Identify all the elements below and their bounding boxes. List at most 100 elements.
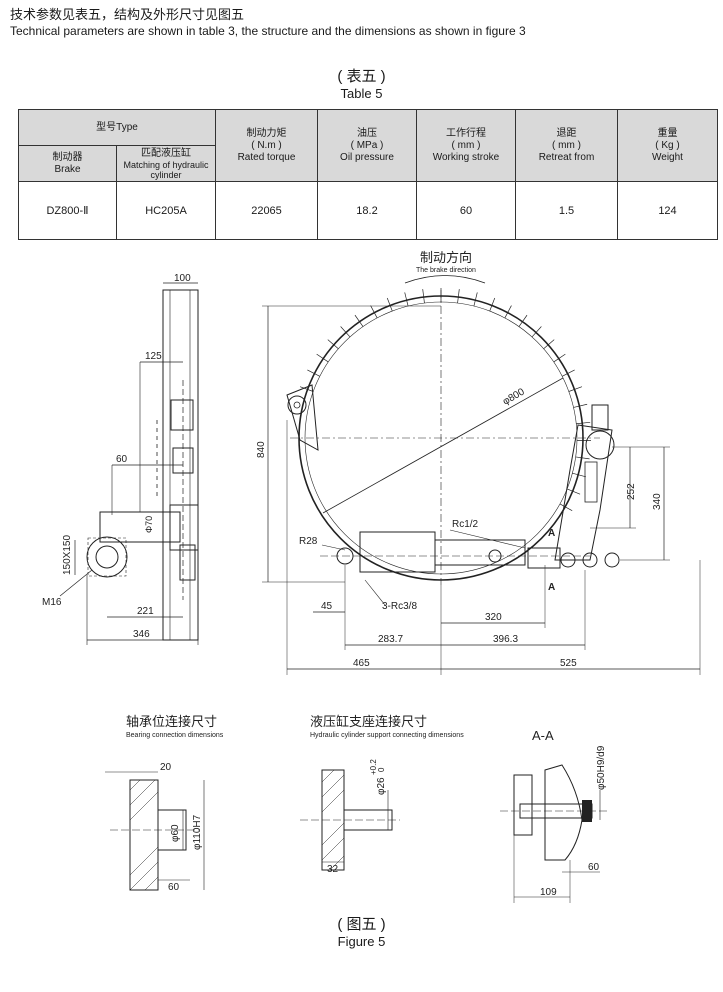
side-view (59, 282, 199, 645)
cell-cylinder: HC205A (116, 181, 216, 240)
diameter-line (322, 377, 564, 514)
section-lever (544, 764, 583, 861)
dim-45: 45 (321, 601, 333, 612)
section-mark-a-bottom: A (548, 582, 555, 593)
dim-150x150: 150X150 (62, 535, 73, 575)
dim-60-bearing: 60 (168, 882, 180, 893)
front-view (262, 288, 701, 675)
label-m16: M16 (42, 597, 62, 608)
section-mark-a-top: A (548, 528, 555, 539)
cylinder-pivot-left (336, 547, 354, 565)
hatch-tick (404, 292, 409, 307)
right-lever (554, 424, 613, 561)
dim-100: 100 (174, 273, 191, 284)
intro-zh: 技术参数见表五，结构及外形尺寸见图五 (10, 7, 245, 22)
hatch-tick (573, 403, 588, 408)
hatch-tick (340, 326, 351, 338)
section-labels: A-A φ50H9/d9 60 109 (532, 728, 607, 898)
hatch-tick (327, 339, 339, 350)
label-r28: R28 (299, 536, 318, 547)
direction-arrow (404, 275, 486, 284)
dim-phi26-tol: +0.2 (369, 759, 378, 775)
intro-en: Technical parameters are shown in table … (10, 24, 526, 38)
dim-32: 32 (327, 864, 339, 875)
dim-phi50: φ50H9/d9 (596, 745, 607, 790)
dim-221: 221 (137, 606, 154, 617)
hatch-tick (553, 353, 566, 363)
dim-465: 465 (353, 658, 370, 669)
dim-525: 525 (560, 658, 577, 669)
dim-840: 840 (256, 441, 267, 458)
brake-direction-en: The brake direction (416, 267, 476, 274)
dim-20: 20 (160, 762, 172, 773)
pressure-header: 油压( MPa )Oil pressure (317, 109, 417, 182)
table-title: ( 表五 ) Table 5 (0, 68, 723, 102)
hatch-tick (576, 421, 591, 425)
hydraulic-title-zh: 液压缸支座连接尺寸 (310, 714, 427, 729)
torque-header: 制动力矩( N.m )Rated torque (215, 109, 318, 182)
dim-109: 109 (540, 887, 557, 898)
direction-label: 制动方向 The brake direction (416, 250, 476, 274)
table-row: DZ800-Ⅱ HC205A 22065 18.2 60 1.5 124 (18, 181, 718, 240)
cell-pressure: 18.2 (317, 181, 417, 240)
hatch-tick (531, 326, 542, 338)
dim-phi60: φ60 (170, 824, 181, 842)
bearing-detail (105, 771, 205, 891)
dim-125: 125 (145, 351, 162, 362)
dim-346: 346 (133, 629, 150, 640)
stroke-header: 工作行程( mm )Working stroke (416, 109, 516, 182)
hatch-tick (562, 369, 575, 377)
dim-phi26-tol0: 0 (377, 767, 386, 772)
dim-252: 252 (626, 483, 637, 500)
hatch-tick (575, 456, 590, 460)
hatch-tick (518, 314, 528, 327)
dim-phi70: Φ70 (144, 516, 154, 533)
hatch-tick (422, 289, 425, 304)
hatch-tick (299, 386, 314, 392)
bearing-labels: 轴承位连接尺寸 Bearing connection dimensions 20… (126, 714, 224, 893)
side-dimension-labels: 100 125 60 150X150 Φ70 M16 221 346 (42, 273, 191, 640)
table-title-zh: ( 表五 ) (337, 68, 386, 85)
hatch-tick (568, 386, 583, 392)
hydraulic-detail (300, 769, 400, 871)
weight-header: 重量( Kg )Weight (617, 109, 718, 182)
label-rc12: Rc1/2 (452, 519, 479, 530)
section-aa (500, 764, 610, 903)
dim-60-section: 60 (588, 862, 600, 873)
lining-hatch (299, 288, 591, 512)
side-bearing-inner (95, 545, 119, 569)
dim-320: 320 (485, 612, 502, 623)
dim-phi800: φ800 (501, 386, 527, 407)
right-pivot (585, 430, 615, 460)
intro-text: 技术参数见表五，结构及外形尺寸见图五 Technical parameters … (10, 6, 526, 39)
front-dimension-labels: 840 φ800 Rc1/2 R28 45 3-Rc3/8 320 283.7 … (256, 386, 663, 669)
dim-phi26: φ26 (376, 777, 387, 795)
hatch-tick (572, 472, 586, 478)
bearing-title-zh: 轴承位连接尺寸 (126, 714, 217, 729)
hatch-tick (370, 305, 378, 319)
retreat-header: 退距( mm )Retreat from (515, 109, 618, 182)
hydraulic-cylinder (359, 531, 436, 573)
dim-phi110h7: φ110H7 (192, 814, 203, 850)
hatch-tick (566, 488, 581, 495)
bearing-title-en: Bearing connection dimensions (126, 732, 224, 739)
dim-60-side: 60 (116, 454, 128, 465)
side-cylinder-mount (169, 504, 199, 551)
dim-340: 340 (652, 493, 663, 510)
side-nut-top (170, 399, 194, 431)
side-bearing-circle (86, 536, 128, 578)
parameter-table: 型号Type 制动力矩( N.m )Rated torque 油压( MPa )… (18, 109, 718, 240)
cylinder-end-block (527, 547, 561, 569)
hydraulic-title-en: Hydraulic cylinder support connecting di… (310, 732, 464, 739)
hatch-tick (307, 369, 320, 377)
table-title-en: Table 5 (340, 86, 383, 101)
hatch-tick (473, 292, 478, 307)
dim-396-3: 396.3 (493, 634, 518, 645)
cylinder-port (488, 549, 502, 563)
hatch-tick (543, 339, 555, 350)
brake-direction-zh: 制动方向 (420, 250, 472, 265)
cell-torque: 22065 (215, 181, 318, 240)
